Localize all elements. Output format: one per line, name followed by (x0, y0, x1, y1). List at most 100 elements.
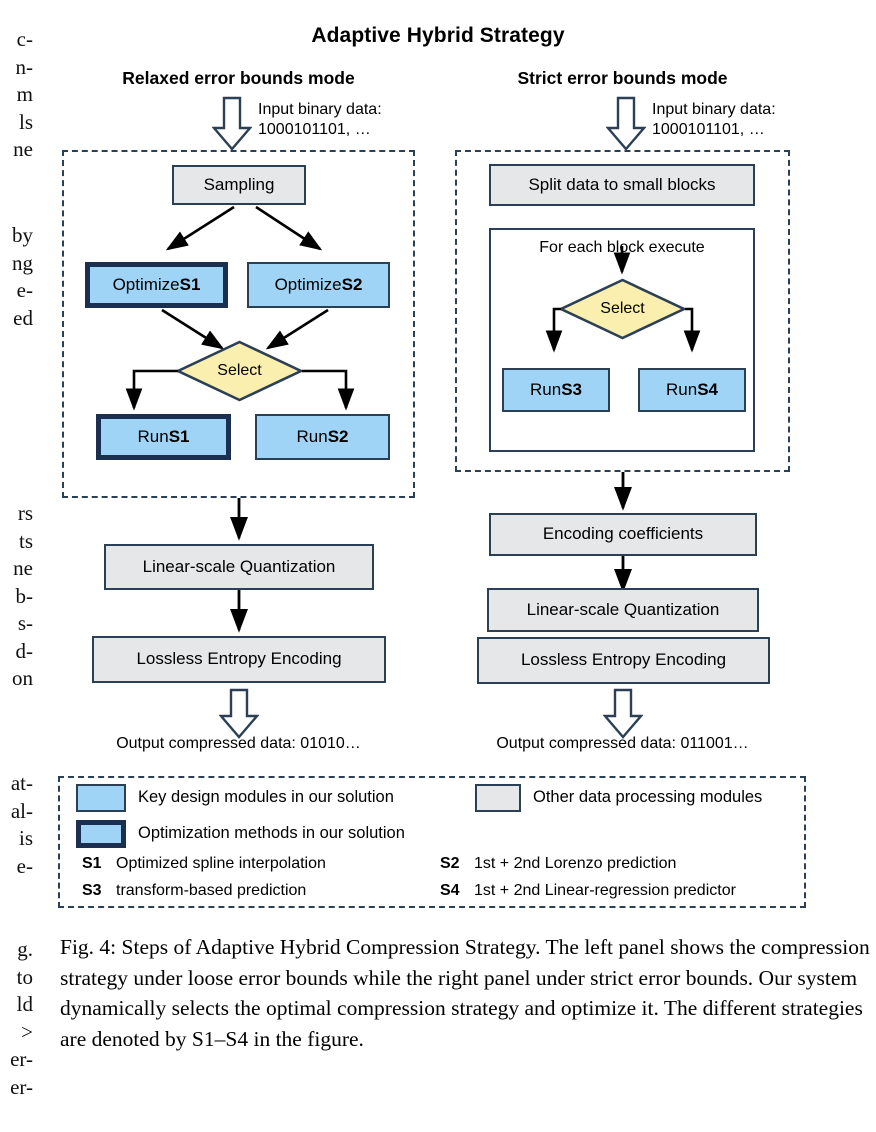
node-run-s2-label: Run (296, 426, 328, 446)
left-strategy-panel (62, 150, 415, 498)
node-run-s1-key: S1 (168, 426, 190, 446)
node-encoding-coefficients[interactable]: Encoding coefficients (489, 513, 757, 556)
margin-fragment: ng (12, 250, 33, 275)
legend-key-s2: S2 (440, 855, 460, 872)
diamond-shape-icon (176, 340, 303, 402)
right-input-label: Input binary data: 1000101101, … (652, 100, 776, 140)
legend-swatch-key-design (76, 784, 126, 812)
left-output-block-arrow-icon (219, 688, 259, 739)
node-left-quantization[interactable]: Linear-scale Quantization (104, 544, 374, 590)
margin-fragment: ed (13, 305, 33, 330)
node-sampling[interactable]: Sampling (172, 165, 306, 205)
connector-select-to-run-right (545, 307, 701, 353)
right-output-block-arrow-icon (603, 688, 643, 739)
right-input-label-line1: Input binary data: (652, 101, 776, 118)
margin-fragment: er- (10, 1074, 33, 1099)
right-input-label-line2: 1000101101, … (652, 121, 765, 138)
node-run-s1-label: Run (137, 426, 169, 446)
legend-box (58, 776, 806, 908)
margin-fragment: on (12, 666, 33, 690)
connector-optimize-to-select (161, 308, 329, 350)
right-output-label: Output compressed data: 011001… (496, 735, 749, 752)
margin-fragments-group1: c- n- m ls ne (0, 26, 33, 164)
legend-desc-s3: transform-based prediction (116, 882, 307, 899)
right-strategy-panel (455, 150, 790, 472)
node-optimize-s2-key: S2 (341, 274, 363, 294)
margin-fragments-group4: at- al- is e- (0, 770, 33, 880)
node-run-s1[interactable]: Run S1 (96, 414, 231, 460)
node-optimize-s2[interactable]: Optimize S2 (247, 262, 390, 308)
node-run-s2-key: S2 (327, 426, 349, 446)
margin-fragment: e- (16, 278, 33, 302)
node-optimize-s1[interactable]: Optimize S1 (85, 262, 228, 308)
node-right-entropy-encoding[interactable]: Lossless Entropy Encoding (477, 637, 770, 684)
legend-desc-s4: 1st + 2nd Linear-regression predictor (474, 882, 736, 899)
margin-fragment: b- (15, 583, 34, 608)
legend-swatch-optimization (76, 820, 126, 848)
node-run-s4-key: S4 (697, 379, 718, 399)
margin-fragments-group5: g. to ld > er- er- (0, 936, 33, 1101)
right-input-block-arrow-icon (606, 96, 646, 151)
node-optimize-s1-key: S1 (179, 274, 201, 294)
legend-key-s4: S4 (440, 882, 460, 899)
node-optimize-s1-label: Optimize (112, 274, 180, 294)
node-optimize-s2-label: Optimize (274, 274, 342, 294)
margin-fragment: ls (18, 109, 33, 134)
margin-fragment: s- (17, 611, 33, 635)
margin-fragment: ts (18, 528, 33, 553)
margin-fragment: er- (10, 1047, 33, 1071)
legend-label-other-modules: Other data processing modules (533, 788, 763, 806)
decision-select-right-label: Select (600, 300, 645, 317)
margin-fragment: rs (17, 501, 33, 525)
legend-key-s1: S1 (82, 855, 102, 872)
node-run-s3-label: Run (530, 379, 562, 399)
margin-fragments-group3: rs ts ne b- s- d- on (0, 500, 33, 693)
node-run-s3[interactable]: Run S3 (502, 368, 610, 412)
margin-fragment: e- (16, 853, 33, 878)
legend-desc-s1: Optimized spline interpolation (116, 855, 326, 872)
legend-label-optimization: Optimization methods in our solution (138, 824, 405, 842)
node-right-quantization[interactable]: Linear-scale Quantization (487, 588, 759, 632)
decision-select-left-label: Select (217, 362, 262, 379)
margin-fragment: m (16, 82, 33, 106)
margin-fragment: al- (10, 798, 33, 823)
node-run-s4-label: Run (666, 379, 698, 399)
legend-swatch-other-modules (475, 784, 521, 812)
margin-fragment: n- (15, 54, 34, 79)
legend-label-key-design: Key design modules in our solution (138, 788, 394, 806)
connector-for-each-to-select (613, 246, 631, 275)
node-left-entropy-encoding[interactable]: Lossless Entropy Encoding (92, 636, 386, 683)
connector-left-panel-to-quantization (230, 498, 248, 541)
margin-fragment: is (18, 826, 33, 850)
margin-fragment: c- (16, 27, 33, 51)
decision-select-right[interactable]: Select (559, 278, 686, 340)
connector-select-to-run-left (125, 369, 355, 411)
node-run-s2[interactable]: Run S2 (255, 414, 390, 460)
margin-fragment: d- (15, 638, 34, 663)
left-input-label-line1: Input binary data: (258, 101, 382, 118)
margin-fragment: ne (13, 137, 33, 161)
left-panel-title: Relaxed error bounds mode (122, 68, 355, 88)
margin-fragment: ld (16, 992, 33, 1016)
left-input-label-line2: 1000101101, … (258, 121, 371, 138)
left-input-block-arrow-icon (212, 96, 252, 151)
diamond-shape-icon (559, 278, 686, 340)
legend-desc-s2: 1st + 2nd Lorenzo prediction (474, 855, 677, 872)
margin-fragment: by (12, 223, 33, 247)
margin-fragment: at- (10, 771, 33, 795)
margin-fragment: to (16, 964, 33, 989)
node-split-data[interactable]: Split data to small blocks (489, 164, 755, 206)
connector-sampling-to-optimize (165, 205, 323, 251)
connector-left-quantization-to-entropy (230, 590, 248, 633)
connector-right-panel-to-encoding (614, 472, 632, 511)
node-run-s3-key: S3 (561, 379, 582, 399)
margin-fragments-group2: by ng e- ed (0, 222, 33, 332)
margin-fragment: > (21, 1019, 33, 1044)
right-panel-title: Strict error bounds mode (517, 68, 728, 88)
figure-caption: Fig. 4: Steps of Adaptive Hybrid Compres… (60, 935, 870, 1051)
decision-select-left[interactable]: Select (176, 340, 303, 402)
figure-title: Adaptive Hybrid Strategy (311, 24, 565, 47)
connector-right-encoding-to-quantization (614, 556, 632, 593)
node-run-s4[interactable]: Run S4 (638, 368, 746, 412)
